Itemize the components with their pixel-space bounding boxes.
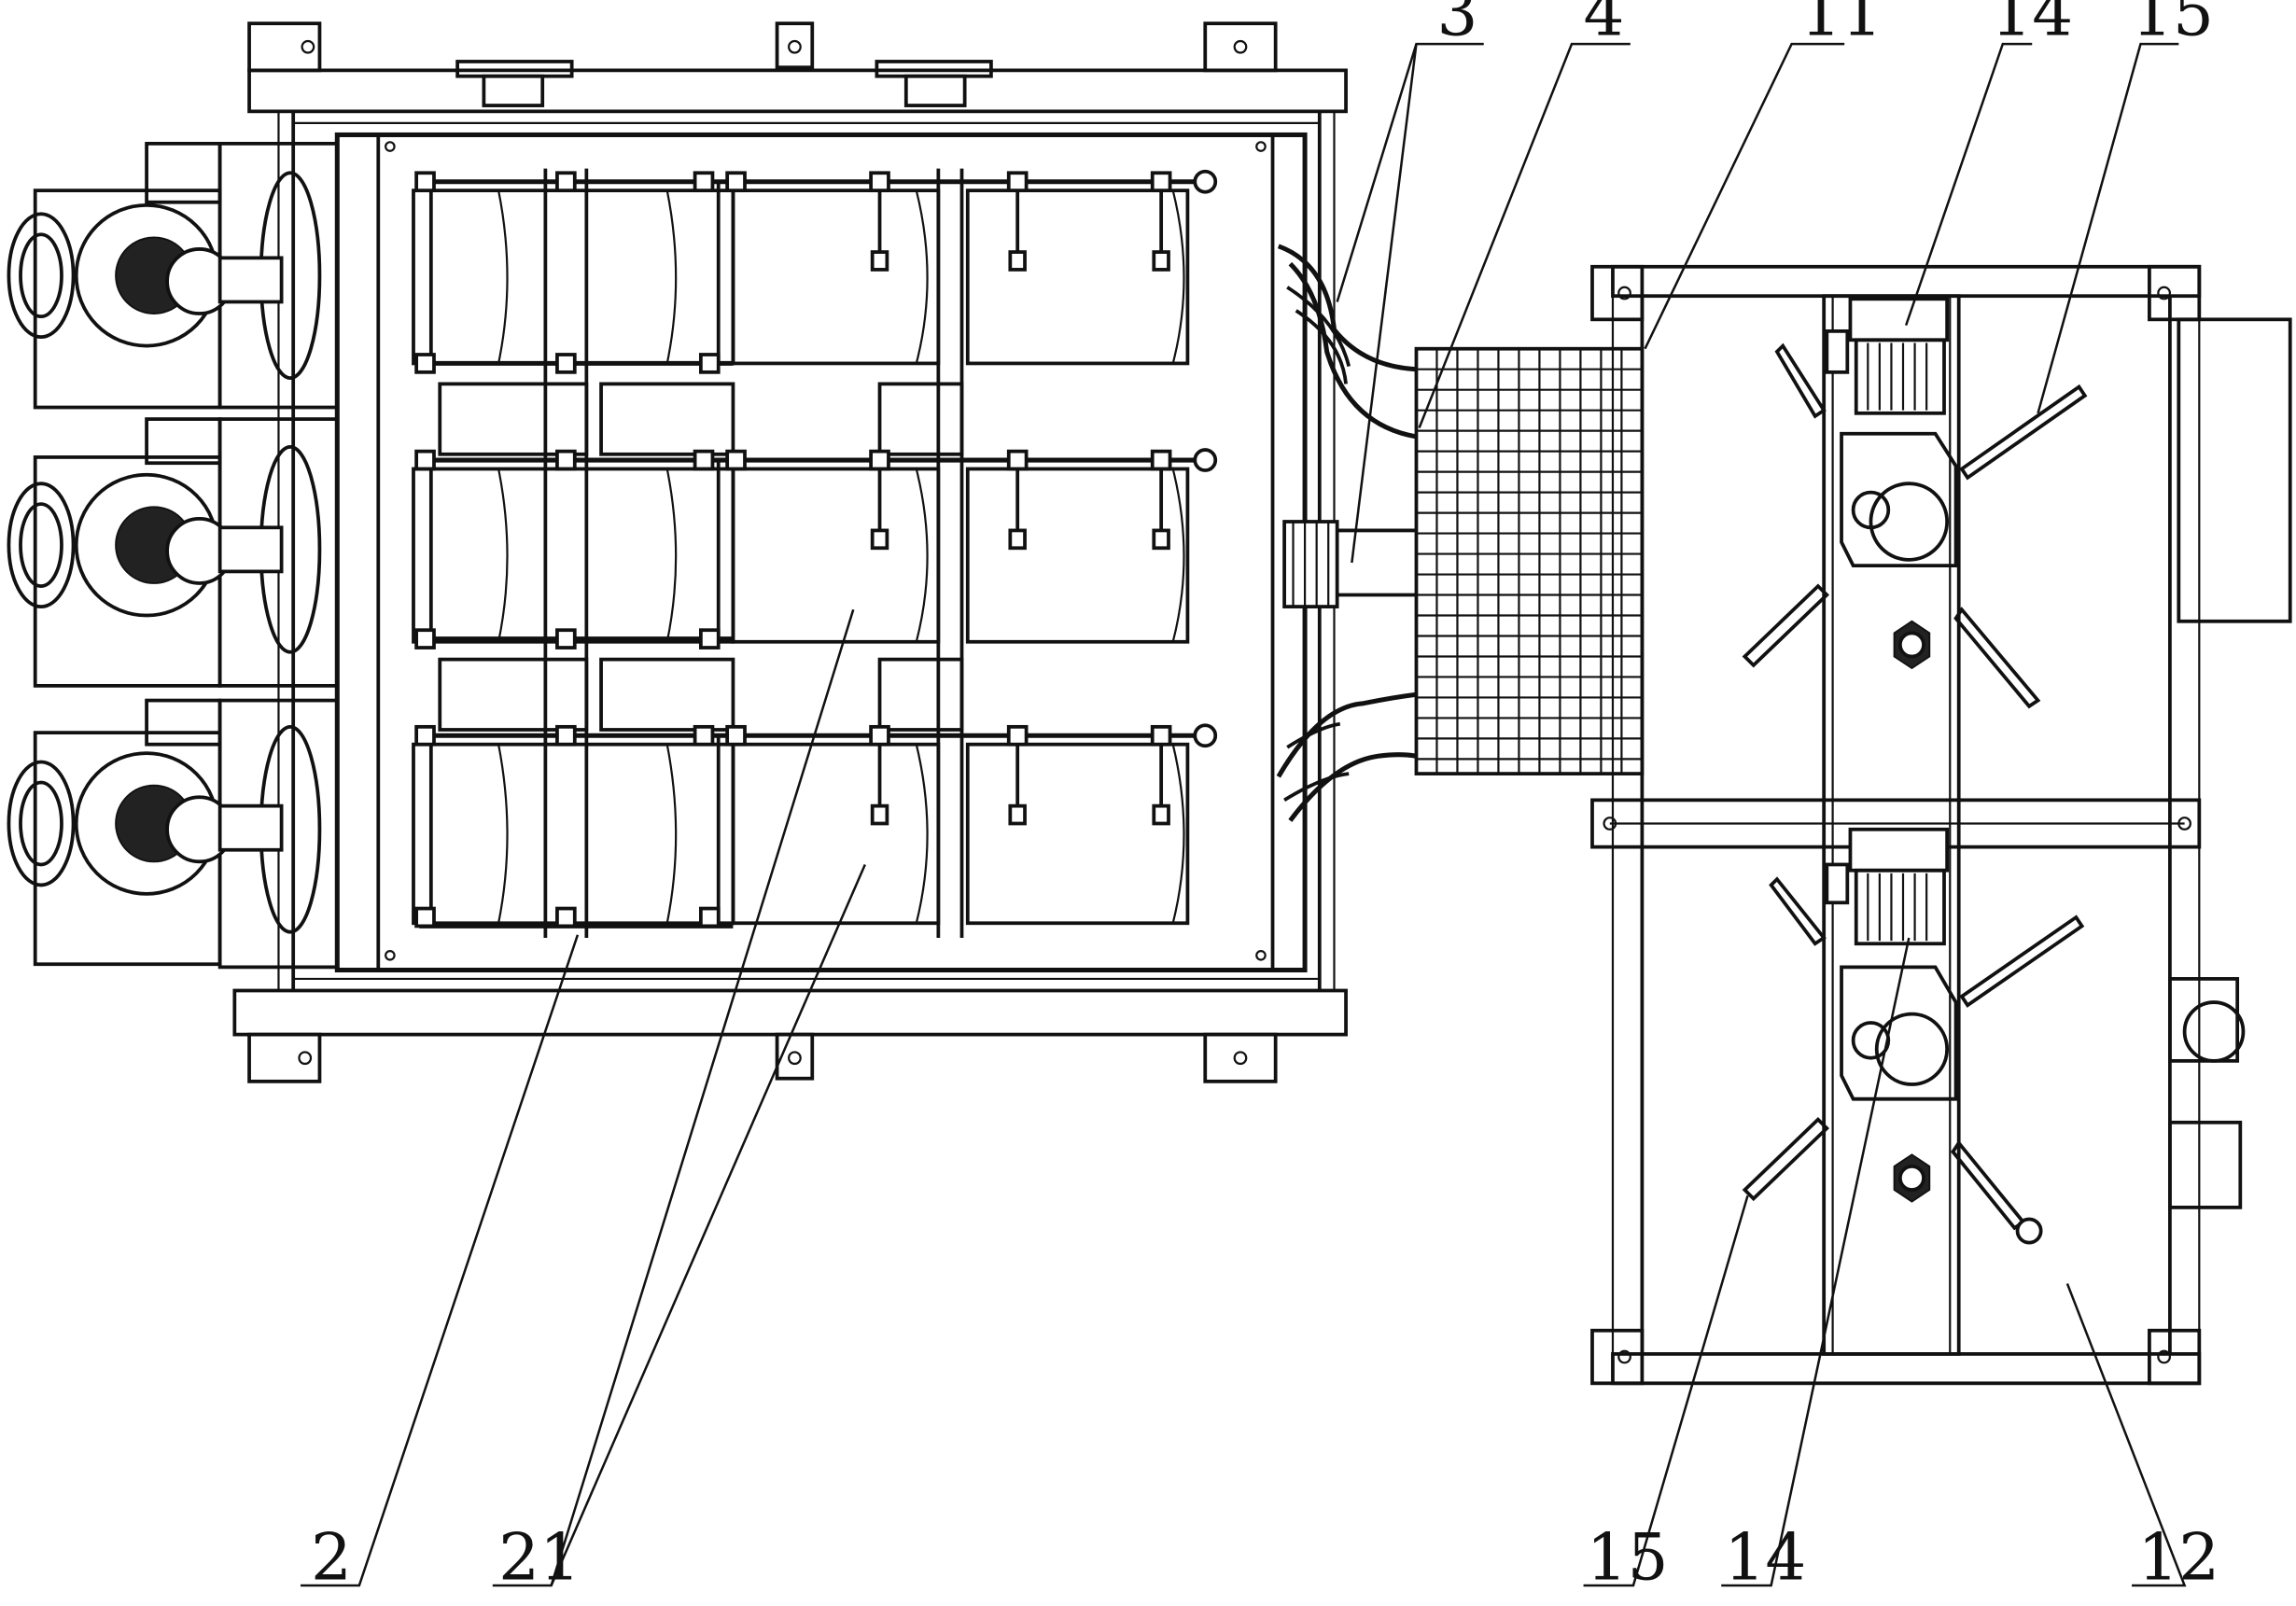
label-15-top: 15 (2132, 0, 2214, 51)
label-4: 4 (1584, 0, 1625, 51)
label-15-bottom: 15 (1587, 1521, 1669, 1596)
label-2: 2 (311, 1521, 352, 1596)
clamp-bars (419, 179, 1203, 929)
leader-lines (301, 42, 2187, 1587)
label-3: 3 (1436, 0, 1477, 51)
label-12: 12 (2137, 1521, 2219, 1596)
stirring-blades (1742, 342, 2088, 1245)
part-numbers: 3 4 11 14 15 2 21 15 14 12 (311, 0, 2219, 1596)
grid-panel (1414, 346, 1645, 775)
label-14-top: 14 (1991, 0, 2073, 51)
drum-rolls (412, 168, 1190, 938)
bolt-heads (414, 169, 1218, 929)
left-motors (7, 142, 340, 970)
right-motors (1825, 297, 1958, 1203)
label-11: 11 (1800, 0, 1883, 51)
label-14-bottom: 14 (1724, 1521, 1806, 1596)
right-unit-frame (1590, 264, 2292, 1386)
hoses (1276, 244, 1417, 822)
label-21: 21 (498, 1521, 581, 1596)
